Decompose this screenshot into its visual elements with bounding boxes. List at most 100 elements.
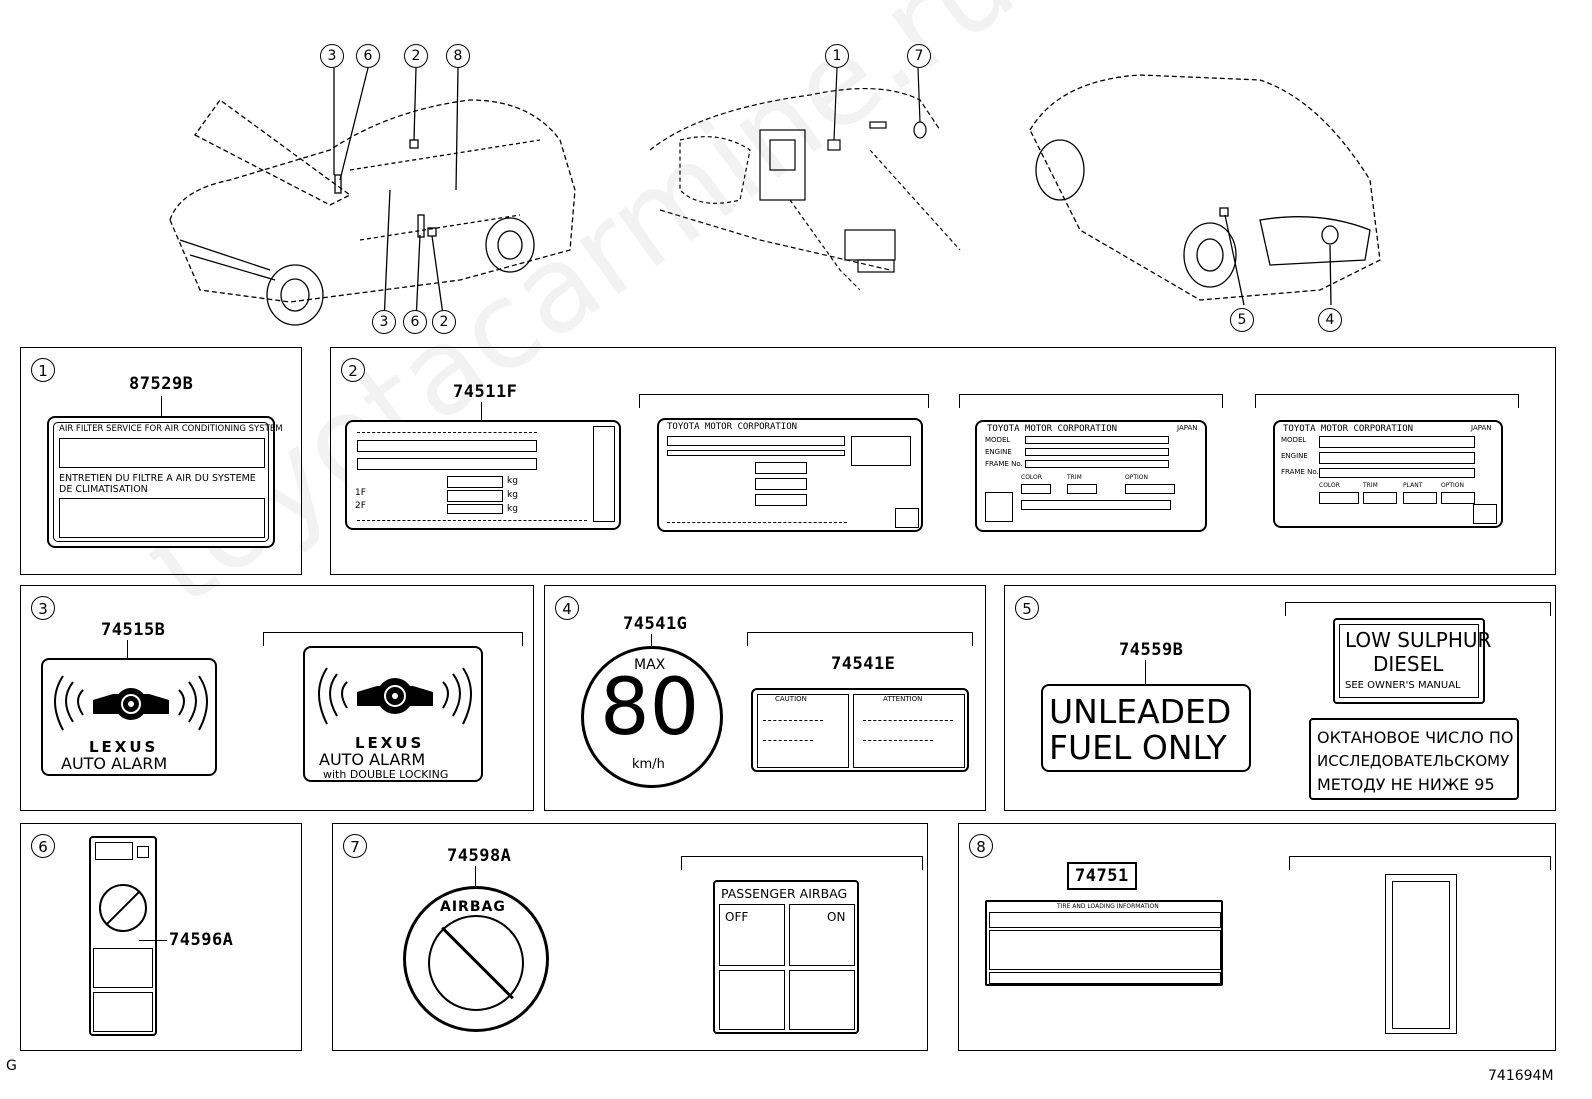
callout-6: 6: [356, 44, 380, 68]
corp-name: TOYOTA MOTOR CORPORATION: [987, 424, 1118, 434]
label-line-3: DE CLIMATISATION: [59, 484, 148, 495]
plant-label: PLANT: [1403, 482, 1423, 489]
engine-label: ENGINE: [985, 448, 1012, 456]
panel-8: 8 74751 TIRE AND LOADING INFORMATION: [958, 823, 1556, 1051]
panel-number: 6: [31, 834, 55, 858]
panel-number: 3: [31, 596, 55, 620]
callout-5: 5: [1230, 308, 1254, 332]
off-text: OFF: [725, 910, 749, 924]
unleaded-line-2: FUEL ONLY: [1049, 728, 1227, 767]
callout-1: 1: [825, 44, 849, 68]
option-label: OPTION: [1441, 482, 1464, 489]
floor-2f: 2F: [355, 501, 366, 511]
part-number: 87529B: [129, 374, 194, 394]
japan-text: JAPAN: [1471, 424, 1492, 432]
engine-label: ENGINE: [1281, 452, 1308, 460]
double-locking-text: with DOUBLE LOCKING: [323, 768, 449, 781]
part-number-2: 74541E: [831, 654, 896, 674]
panel-4: 4 74541G MAX 80 km/h 74541E CAUTION ATTE…: [544, 585, 986, 811]
tall-warning-label: [89, 836, 157, 1036]
dashboard-drawing: [649, 67, 961, 291]
panel-number: 5: [1015, 596, 1039, 620]
color-label: COLOR: [1021, 474, 1042, 481]
car-alarm-icon: [54, 675, 208, 731]
no-child-seat-icon: [99, 884, 147, 932]
panel-1: 1 87529B AIR FILTER SERVICE FOR AIR COND…: [20, 347, 302, 575]
panel-number: 7: [343, 834, 367, 858]
label-line-2: ENTRETIEN DU FILTRE A AIR DU SYSTEME: [59, 473, 256, 484]
part-number: 74559B: [1119, 640, 1184, 660]
part-number: 74515B: [101, 620, 166, 640]
callout-2: 2: [404, 44, 428, 68]
caution-label: CAUTION ATTENTION: [751, 688, 969, 772]
callout-3-bottom: 3: [372, 310, 396, 334]
alarm-text: AUTO ALARM: [61, 754, 168, 773]
auto-alarm-label: LEXUS AUTO ALARM: [41, 658, 217, 776]
brand-text: LEXUS: [355, 734, 425, 752]
kg-2: kg: [507, 490, 518, 500]
tire-loading-label: TIRE AND LOADING INFORMATION: [985, 900, 1223, 986]
frame-label: FRAME No.: [1281, 468, 1319, 476]
panel-3: 3 74515B LEXUS AUTO ALARM LEXUS: [20, 585, 534, 811]
attention-text: ATTENTION: [883, 695, 923, 703]
airbag-text: AIRBAG: [440, 899, 506, 915]
car-front-illustration: 3 6 2 8 3 6 2: [160, 40, 590, 340]
caution-text: CAUTION: [775, 695, 807, 703]
speed-unit: km/h: [632, 757, 665, 772]
low-sulphur-label: LOW SULPHUR DIESEL SEE OWNER'S MANUAL: [1333, 618, 1491, 704]
part-number: 74596A: [169, 930, 234, 950]
corner-label-left: G: [6, 1058, 17, 1074]
on-text: ON: [827, 910, 846, 924]
trim-label: TRIM: [1067, 474, 1082, 481]
kg-3: kg: [507, 504, 518, 514]
corp-name: TOYOTA MOTOR CORPORATION: [1283, 424, 1414, 434]
color-label: COLOR: [1319, 482, 1340, 489]
unleaded-label: UNLEADED FUEL ONLY: [1041, 684, 1251, 772]
panel-7: 7 74598A AIRBAG PASSENGER AIRBAG OFF ON: [332, 823, 928, 1051]
ac-filter-label: AIR FILTER SERVICE FOR AIR CONDITIONING …: [47, 416, 283, 548]
tire-label-variant-2: TOYOTA MOTOR CORPORATION: [657, 418, 923, 532]
kg-1: kg: [507, 476, 518, 486]
low-sulphur-line-3: SEE OWNER'S MANUAL: [1345, 680, 1461, 691]
panel-6: 6 74596A: [20, 823, 302, 1051]
tire-header-text: TIRE AND LOADING INFORMATION: [1057, 903, 1159, 910]
part-number: 74598A: [447, 846, 512, 866]
car-rear-illustration: 5 4: [1020, 60, 1400, 340]
auto-alarm-double-label: LEXUS AUTO ALARM with DOUBLE LOCKING: [303, 646, 483, 782]
car-rear-drawing: [1029, 74, 1381, 306]
alarm-text: AUTO ALARM: [319, 750, 426, 769]
panel-number: 2: [341, 358, 365, 382]
max-text: MAX: [634, 657, 666, 673]
model-label: MODEL: [1281, 436, 1307, 444]
panel-2: 2 74511F kg kg 1F 2F kg TOYOTA MOTOR COR…: [330, 347, 1556, 575]
low-sulphur-line-1: LOW SULPHUR: [1345, 628, 1492, 652]
floor-1f: 1F: [355, 488, 366, 498]
speed-limit-sticker: MAX 80 km/h: [581, 646, 723, 788]
panel-5: 5 74559B UNLEADED FUEL ONLY LOW SULPHUR …: [1004, 585, 1556, 811]
tire-label-74511f: kg kg 1F 2F kg: [345, 420, 621, 530]
callout-7: 7: [907, 44, 931, 68]
octane-label: ОКТАНОВОЕ ЧИСЛО ПО ИССЛЕДОВАТЕЛЬСКОМУ МЕ…: [1309, 718, 1519, 800]
passenger-airbag-text: PASSENGER AIRBAG: [721, 886, 848, 901]
brand-text: LEXUS: [89, 738, 159, 756]
callout-6-bottom: 6: [403, 310, 427, 334]
car-front-drawing: [169, 67, 576, 326]
unleaded-line-1: UNLEADED: [1049, 692, 1232, 731]
panel-number: 8: [969, 834, 993, 858]
tall-tire-label: [1385, 874, 1457, 1034]
passenger-airbag-label: PASSENGER AIRBAG OFF ON: [713, 880, 859, 1034]
part-number: 74511F: [453, 382, 518, 402]
panel-number: 4: [555, 596, 579, 620]
airbag-sticker: AIRBAG: [403, 886, 549, 1032]
octane-line-1: ОКТАНОВОЕ ЧИСЛО ПО: [1317, 728, 1514, 747]
part-number: 74751: [1067, 862, 1137, 890]
panel-number: 1: [31, 358, 55, 382]
vin-label-variant-3: TOYOTA MOTOR CORPORATION JAPAN MODEL ENG…: [975, 420, 1207, 532]
model-label: MODEL: [985, 436, 1011, 444]
japan-text: JAPAN: [1177, 424, 1198, 432]
option-label: OPTION: [1125, 474, 1148, 481]
corner-label-right: 741694M: [1488, 1068, 1554, 1084]
frame-label: FRAME No.: [985, 460, 1023, 468]
callout-4: 4: [1318, 308, 1342, 332]
label-line-1: AIR FILTER SERVICE FOR AIR CONDITIONING …: [59, 424, 283, 434]
